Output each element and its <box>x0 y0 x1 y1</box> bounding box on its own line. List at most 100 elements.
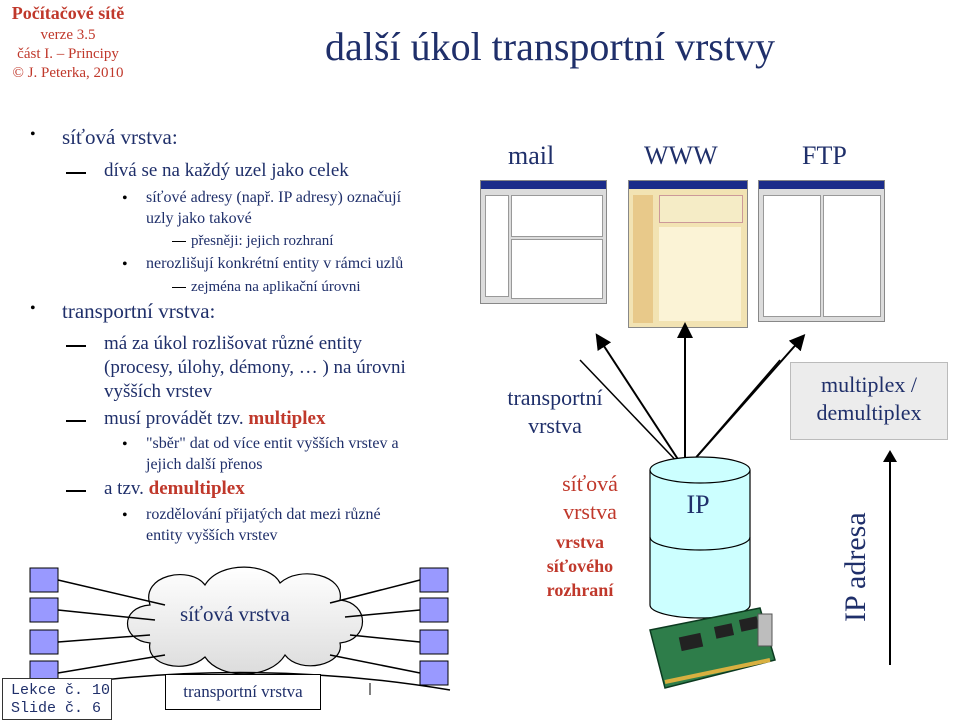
bullet-looks-at-node: dívá se na každý uzel jako celek <box>104 160 349 181</box>
ftp-client-screenshot <box>758 180 885 322</box>
bullet-dot: • <box>122 507 128 524</box>
bullet-dash <box>66 345 86 347</box>
link-line <box>344 609 421 618</box>
bullet-dot: • <box>30 300 36 317</box>
page-sidebar <box>633 195 653 323</box>
message-list <box>511 195 603 237</box>
mux-label-b: demultiplex <box>816 400 922 425</box>
network-diagram <box>29 566 451 695</box>
link-line <box>57 634 151 643</box>
cylinder-top <box>649 456 751 484</box>
node-box <box>29 597 59 623</box>
bullet-network-layer: síťová vrstva: <box>62 125 178 149</box>
folder-pane <box>485 195 509 297</box>
must-text: musí provádět tzv. <box>104 408 244 429</box>
link-line <box>57 609 156 621</box>
node-box <box>29 629 59 655</box>
bullet-task-c: vyšších vrstev <box>104 381 213 402</box>
window-titlebar <box>481 181 606 189</box>
cylinder-body <box>649 470 751 619</box>
bullet-distribute-a: rozdělování přijatých dat mezi různé <box>146 506 381 523</box>
link-line <box>349 634 421 643</box>
course-version: verze 3.5 <box>40 27 96 43</box>
course-part: část I. – Principy <box>17 46 119 62</box>
link-line <box>57 654 166 674</box>
and-text: a tzv. <box>104 478 144 499</box>
bullet-dash <box>66 420 86 422</box>
cylinder-divider <box>649 536 751 551</box>
transport-label-a: transportní <box>507 385 603 410</box>
demultiplex-term: demultiplex <box>148 478 245 499</box>
app-label-www: WWW <box>644 141 718 170</box>
fan-line <box>684 359 781 471</box>
slide-number: Slide č. 6 <box>11 700 102 717</box>
link-line <box>57 579 166 606</box>
bullet-dash <box>66 172 86 174</box>
fan-line <box>579 359 686 471</box>
app-label-mail: mail <box>508 141 555 170</box>
multiplex-box: multiplex / demultiplex <box>790 362 948 440</box>
transport-layer-label: transportní vrstva <box>490 384 620 440</box>
iface-label-a: vrstva <box>556 532 604 552</box>
page-content <box>659 227 741 321</box>
node-box <box>29 567 59 593</box>
card-chip <box>738 616 760 632</box>
bullet-dot: • <box>122 436 128 453</box>
link-line <box>329 579 421 604</box>
app-label-ftp: FTP <box>802 141 847 170</box>
card-connector <box>664 658 771 684</box>
bullet-addresses-a: síťové adresy (např. IP adresy) označují <box>146 189 402 206</box>
remote-file-pane <box>823 195 881 317</box>
cloud-label: síťová vrstva <box>180 602 290 626</box>
fan-arrow-mail <box>595 333 686 471</box>
network-layer-label: síťová vrstva <box>540 470 640 526</box>
ip-address-arrow <box>883 450 897 665</box>
card-chip <box>678 632 704 652</box>
mux-label-a: multiplex / <box>821 372 917 397</box>
transport-label-box: transportní vrstva <box>165 674 321 710</box>
local-file-pane <box>763 195 821 317</box>
bullet-must-multiplex: musí provádět tzv. multiplex <box>104 407 325 431</box>
iface-label-c: rozhraní <box>546 580 614 600</box>
card-bracket <box>757 613 773 647</box>
course-author: © J. Peterka, 2010 <box>12 65 124 81</box>
multiplex-term: multiplex <box>248 408 326 429</box>
card-chip <box>713 623 735 639</box>
link-line <box>329 654 421 674</box>
bullet-dot: • <box>30 126 36 143</box>
message-preview <box>511 239 603 299</box>
node-box <box>419 660 449 686</box>
bullet-collect-a: "sběr" dat od více entit vyšších vrstev … <box>146 435 399 452</box>
ip-address-label: IP adresa <box>839 512 872 622</box>
bullet-addresses-b: uzly jako takové <box>146 210 252 227</box>
bullet-task-b: (procesy, úlohy, démony, … ) na úrovni <box>104 357 406 378</box>
mail-client-screenshot <box>480 180 607 304</box>
node-box <box>419 597 449 623</box>
bullet-transport-layer: transportní vrstva: <box>62 299 216 323</box>
mux-fan-lines <box>579 322 806 471</box>
network-label-b: vrstva <box>563 499 617 524</box>
arrow-head <box>883 450 897 462</box>
window-titlebar <box>759 181 884 189</box>
node-box <box>419 629 449 655</box>
bullet-dash <box>66 490 86 492</box>
ip-cylinder <box>649 456 751 619</box>
bullet-app-level: zejména na aplikační úrovni <box>191 279 361 295</box>
web-browser-screenshot <box>628 180 748 328</box>
bullet-demultiplex: a tzv. demultiplex <box>104 477 245 501</box>
bullet-collect-b: jejich další přenos <box>146 456 263 473</box>
bullet-dot: • <box>122 190 128 207</box>
page-banner <box>659 195 743 223</box>
transport-label-b: vrstva <box>528 413 582 438</box>
header-panel <box>0 0 136 92</box>
network-interface-label: vrstva síťového rozhraní <box>520 530 640 602</box>
course-title: Počítačové sítě <box>11 3 125 23</box>
bullet-task-a: má za úkol rozlišovat různé entity <box>104 333 362 354</box>
ip-label: IP <box>686 490 710 519</box>
bullet-dash <box>172 241 186 242</box>
bullet-not-distinguish: nerozlišují konkrétní entity v rámci uzl… <box>146 255 404 272</box>
network-label-a: síťová <box>562 471 618 496</box>
footer-box: Lekce č. 10 Slide č. 6 <box>2 678 112 720</box>
lecture-number: Lekce č. 10 <box>11 682 111 699</box>
bullet-dash <box>172 287 186 288</box>
